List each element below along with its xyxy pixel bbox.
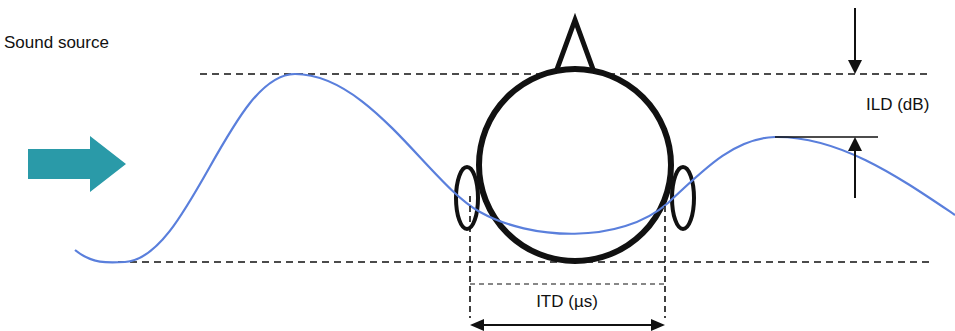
source-label: Sound source — [4, 33, 109, 52]
itd-arrowhead-left — [470, 319, 484, 331]
itd-arrow — [482, 324, 653, 326]
amplitude-bottom-line — [118, 261, 930, 263]
ild-arrowhead-top — [848, 60, 862, 74]
label-holder: Sound source — [4, 33, 109, 53]
label-holder: ILD (dB) — [866, 95, 929, 115]
dimension-label: ILD (dB) — [866, 95, 929, 114]
itd-right-line — [664, 196, 666, 318]
itd-left-line — [469, 196, 471, 318]
right-ear — [672, 167, 694, 229]
label-holder: ITD (µs) — [536, 292, 598, 312]
head — [479, 69, 671, 261]
itd-arrowhead-right — [651, 319, 665, 331]
source-arrow — [28, 136, 126, 192]
ild-arrow-top — [854, 8, 856, 62]
itd-box-top — [470, 283, 665, 284]
sound-wave — [75, 74, 955, 263]
nose — [556, 20, 594, 72]
ild-arrow-bottom — [854, 149, 856, 198]
ild-level-line — [775, 136, 878, 138]
dimension-label: ITD (µs) — [536, 292, 598, 311]
ild-arrowhead-bottom — [848, 137, 862, 151]
